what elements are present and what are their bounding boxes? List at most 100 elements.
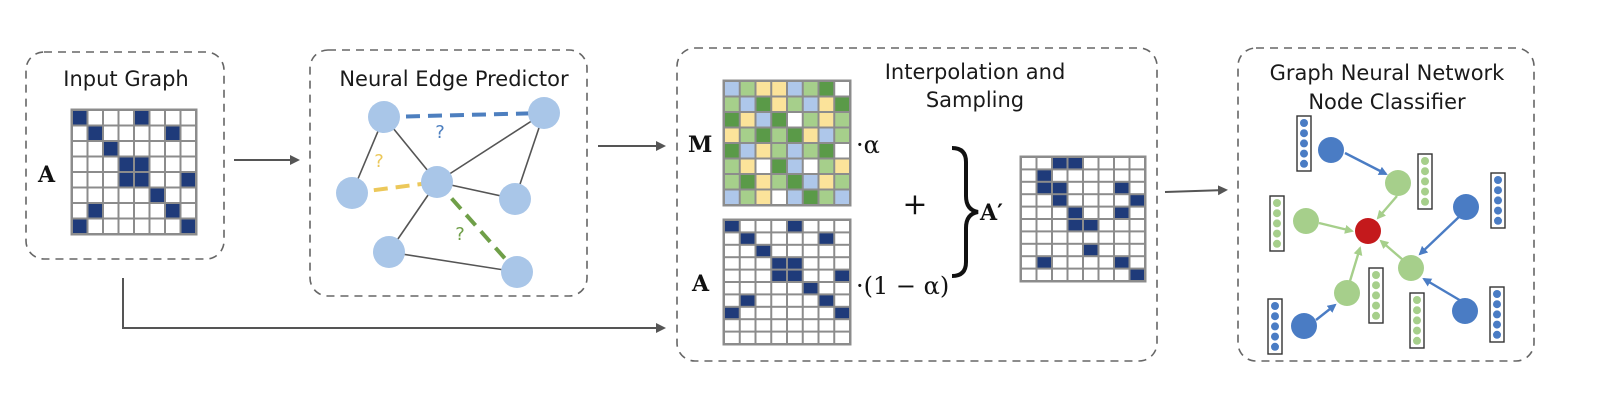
matrix-cell: [1068, 170, 1082, 181]
matrix-cell: [1099, 269, 1113, 280]
feature-dot: [1413, 316, 1421, 325]
matrix-cell: [88, 173, 102, 187]
arrow-input-to-interpolation: [122, 278, 666, 333]
matrix-cell: [135, 188, 149, 202]
matrix-cell: [1115, 182, 1129, 194]
matrix-cell: [756, 295, 771, 306]
matrix-cell: [104, 111, 118, 125]
matrix-cell: [819, 332, 834, 343]
matrix-cell: [1084, 195, 1098, 206]
m-matrix-label: M: [688, 132, 712, 158]
matrix-cell: [119, 157, 133, 171]
right-brace: [951, 146, 979, 278]
matrix-cell: [835, 307, 849, 319]
matrix-cell: [119, 142, 133, 156]
matrix-cell: [1130, 244, 1144, 256]
matrix-cell: [835, 258, 849, 269]
interpolation-panel-border: [676, 47, 1158, 362]
matrix-cell: [725, 128, 739, 142]
matrix-cell: [725, 97, 739, 111]
matrix-cell: [1115, 257, 1129, 268]
matrix-cell: [1022, 158, 1036, 169]
matrix-cell: [1053, 269, 1067, 280]
feature-dot: [1273, 229, 1281, 238]
matrix-cell: [756, 190, 771, 204]
graph-node: [499, 183, 531, 215]
feature-dot: [1271, 332, 1279, 341]
matrix-cell: [119, 126, 133, 140]
matrix-cell: [88, 142, 102, 156]
matrix-cell: [166, 142, 180, 156]
matrix-cell: [772, 332, 786, 343]
matrix-cell: [819, 128, 834, 142]
message-edge: [1344, 151, 1388, 176]
matrix-cell: [756, 233, 771, 244]
matrix-cell: [166, 188, 180, 202]
feature-vector: [1267, 298, 1283, 355]
a-matrix-label: A: [691, 271, 710, 297]
matrix-cell: [725, 320, 739, 331]
message-edge: [1315, 303, 1337, 321]
interpolation-title-line1: Interpolation and: [885, 60, 1066, 84]
feature-dot: [1372, 271, 1380, 279]
matrix-cell: [803, 113, 818, 127]
matrix-cell: [119, 204, 133, 218]
matrix-cell: [788, 245, 802, 257]
graph-edge: [388, 251, 518, 273]
matrix-cell: [835, 332, 849, 343]
sampled-adjacency-matrix: [1019, 155, 1147, 283]
matrix-cell: [1022, 182, 1036, 194]
feature-dot: [1273, 199, 1281, 207]
feature-dot: [1300, 129, 1308, 138]
matrix-cell: [788, 82, 802, 96]
matrix-cell: [819, 270, 834, 281]
feature-vector: [1269, 195, 1285, 252]
feature-dot: [1494, 206, 1502, 215]
gnn-node-blue: [1291, 313, 1317, 339]
matrix-cell: [772, 307, 786, 319]
message-edge: [1376, 195, 1398, 220]
matrix-cell: [772, 82, 786, 96]
matrix-cell: [803, 190, 818, 204]
matrix-cell: [803, 144, 818, 158]
gnn-node-target: [1355, 218, 1381, 244]
matrix-cell: [788, 128, 802, 142]
matrix-cell: [803, 82, 818, 96]
matrix-cell: [1022, 195, 1036, 206]
interpolation-title-line2: Sampling: [926, 88, 1024, 112]
input-graph-panel-border: [25, 51, 225, 260]
feature-vector: [1368, 267, 1384, 324]
feature-dot: [1494, 216, 1502, 225]
matrix-cell: [150, 142, 164, 156]
matrix-cell: [1115, 244, 1129, 256]
matrix-cell: [119, 219, 133, 233]
feature-dot: [1421, 157, 1429, 165]
matrix-cell: [1037, 269, 1051, 280]
matrix-cell: [150, 204, 164, 218]
feature-dot: [1273, 219, 1281, 228]
matrix-cell: [1037, 207, 1051, 218]
matrix-cell: [756, 307, 771, 319]
matrix-cell: [1068, 244, 1082, 256]
matrix-cell: [135, 142, 149, 156]
matrix-cell: [819, 295, 834, 306]
matrix-cell: [835, 113, 849, 127]
edge-predictor-panel: Neural Edge Predictor ? ? ?: [309, 49, 588, 297]
matrix-cell: [181, 219, 195, 233]
feature-dot: [1421, 167, 1429, 176]
gnn-panel: Graph Neural Network Node Classifier: [1237, 47, 1535, 362]
matrix-cell: [772, 320, 786, 331]
alpha-term: ·α: [856, 131, 880, 159]
matrix-cell: [1084, 269, 1098, 280]
predicted-edge-blue: [383, 111, 545, 119]
feature-dot: [1421, 177, 1429, 186]
matrix-cell: [788, 283, 802, 294]
input-graph-panel: Input Graph A: [25, 51, 225, 260]
matrix-cell: [740, 295, 755, 306]
matrix-cell: [135, 173, 149, 187]
matrix-cell: [1053, 244, 1067, 256]
matrix-cell: [740, 221, 755, 232]
matrix-cell: [166, 111, 180, 125]
matrix-cell: [725, 190, 739, 204]
